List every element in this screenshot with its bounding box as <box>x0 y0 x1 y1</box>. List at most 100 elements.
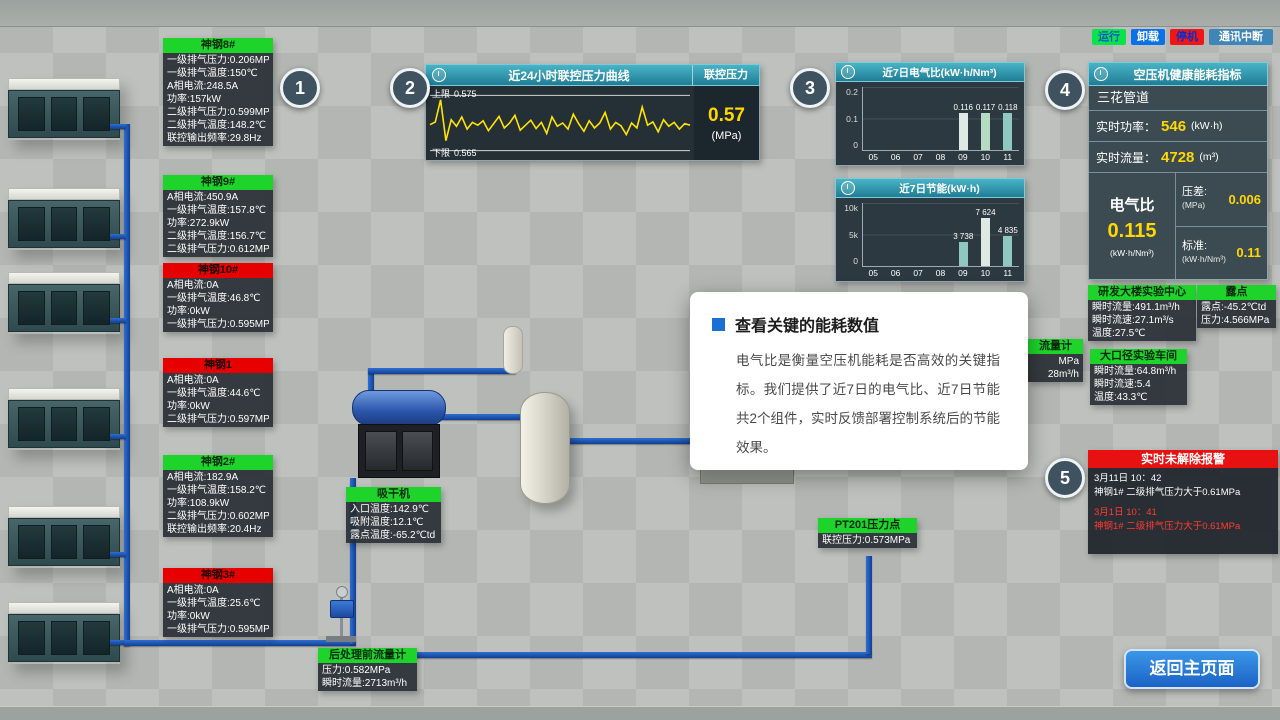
ratio-value: 0.115 <box>1107 220 1157 242</box>
compressor-panel-2[interactable]: 神钢2# A相电流:182.9A 一级排气温度:158.2℃ 功率:108.9k… <box>163 455 273 537</box>
buffer-tank-image <box>520 392 570 504</box>
alarm-text: 神钢1# 二级排气压力大于0.61MPa <box>1094 487 1241 498</box>
sensor-line: 露点温度:-65.2℃td <box>350 530 436 541</box>
pipe-segment <box>110 318 126 323</box>
power-unit: (kW·h) <box>1191 120 1223 132</box>
chart-title: 近7日电气比(kW·h/Nm³) <box>882 66 997 79</box>
current-pressure-value: 0.57 (MPa) <box>694 86 759 160</box>
compressor-panel-9[interactable]: 神钢9# A相电流:450.9A 一级排气温度:157.8℃ 功率:272.9k… <box>163 175 273 257</box>
metric-line: 二级排气温度:156.7℃ <box>167 231 267 242</box>
step-marker-4[interactable]: 4 <box>1045 70 1085 110</box>
compressor-panel-1[interactable]: 神钢1 A相电流:0A 一级排气温度:44.6℃ 功率:0kW 二级排气压力:0… <box>163 358 273 427</box>
metric-line: 二级排气压力:0.599MPa <box>167 107 269 118</box>
sensor-title: 研发大楼实验中心 <box>1088 285 1196 300</box>
alarm-entry: 3月11日 10：42 神钢1# 二级排气压力大于0.61MPa <box>1094 472 1272 500</box>
metric-line: 一级排气温度:157.8℃ <box>167 205 267 216</box>
pipe-segment <box>110 552 126 557</box>
pipe-segment <box>352 652 872 658</box>
sensor-line: 瞬时流量:2713m³/h <box>322 678 408 689</box>
metric-line: 一级排气温度:25.6℃ <box>167 598 261 609</box>
diff-value: 0.006 <box>1228 191 1261 207</box>
sensor-title: PT201压力点 <box>818 518 917 533</box>
pressure-line-svg <box>429 94 691 152</box>
metric-line: A相电流:0A <box>167 585 219 596</box>
limit-value: 0.575 <box>454 89 477 99</box>
tutorial-popup: 查看关键的能耗数值 电气比是衡量空压机能耗是否高效的关键指标。我们提供了近7日的… <box>690 292 1028 470</box>
pressure-diff-cell: 压差: (MPa) 0.006 <box>1176 173 1267 227</box>
back-to-main-button[interactable]: 返回主页面 <box>1124 649 1260 689</box>
metric-line: A相电流:182.9A <box>167 472 239 483</box>
flow-meter-base <box>326 636 356 642</box>
step-marker-5[interactable]: 5 <box>1045 458 1085 498</box>
metric-line: 一级排气压力:0.206MPa <box>167 55 269 66</box>
metric-line: 一级排气压力:0.595MPa <box>167 624 269 635</box>
metric-line: 功率:272.9kW <box>167 218 230 229</box>
pipe-segment <box>350 478 356 644</box>
metric-line: 联控输出频率:20.4Hz <box>167 524 262 535</box>
sensor-title: 大口径实验车间 <box>1090 349 1187 364</box>
sensor-panel-pt201: PT201压力点 联控压力:0.573MPa <box>818 518 917 548</box>
sensor-panel-occluded-flowmeter: 流量计 MPa 28m³/h <box>1028 339 1083 382</box>
top-wall-band <box>0 0 1280 27</box>
clock-icon <box>841 181 855 195</box>
metric-line: 一级排气温度:158.2℃ <box>167 485 267 496</box>
sensor-line: 瞬时流量:64.8m³/h <box>1094 366 1177 377</box>
status-unload-badge[interactable]: 卸载 <box>1131 29 1165 45</box>
realtime-power-row: 实时功率： 546 (kW·h) <box>1089 111 1267 142</box>
compressor-title: 神钢8# <box>163 38 273 53</box>
compressor-unit-image <box>8 388 120 450</box>
sensor-title: 后处理前流量计 <box>318 648 417 663</box>
sensor-title: 露点 <box>1197 285 1276 300</box>
status-comm-fail-badge[interactable]: 通讯中断 <box>1209 29 1273 45</box>
metric-line: 联控输出频率:29.8Hz <box>167 133 262 144</box>
sensor-line: 联控压力:0.573MPa <box>822 535 911 546</box>
step-marker-3[interactable]: 3 <box>790 68 830 108</box>
metric-line: A相电流:450.9A <box>167 192 239 203</box>
alarm-time: 3月11日 10：42 <box>1094 473 1162 484</box>
power-label: 实时功率： <box>1096 119 1157 134</box>
limit-value: 0.565 <box>454 148 477 158</box>
compressor-panel-3[interactable]: 神钢3# A相电流:0A 一级排气温度:25.6℃ 功率:0kW 一级排气压力:… <box>163 568 273 637</box>
dryer-skid-image <box>358 424 440 478</box>
metric-line: 功率:108.9kW <box>167 498 230 509</box>
ratio-unit: (kW·h/Nm³) <box>1110 248 1154 258</box>
pipeline-selector[interactable]: 三花管道 <box>1089 86 1267 111</box>
sensor-line: MPa <box>1058 356 1079 367</box>
alarm-time: 3月1日 10：41 <box>1094 507 1157 518</box>
pipe-segment <box>110 234 126 239</box>
metric-line: 二级排气压力:0.597MPa <box>167 414 269 425</box>
std-unit: (kW·h/Nm³) <box>1182 253 1226 264</box>
status-stopped-badge[interactable]: 停机 <box>1170 29 1204 45</box>
metric-line: 一级排气温度:46.8℃ <box>167 293 261 304</box>
pipe-segment <box>368 368 516 374</box>
bullet-square-icon <box>712 317 725 331</box>
alarm-entry: 3月1日 10：41 神钢1# 二级排气压力大于0.61MPa <box>1094 506 1272 534</box>
sensor-line: 吸附温度:12.1℃ <box>350 517 424 528</box>
sensor-line: 压力:0.582MPa <box>322 665 391 676</box>
flow-meter-image <box>330 600 354 618</box>
status-running-badge[interactable]: 运行 <box>1092 29 1126 45</box>
metric-line: 一级排气温度:44.6℃ <box>167 388 261 399</box>
sensor-line: 温度:43.3℃ <box>1094 392 1148 403</box>
sensor-title: 吸干机 <box>346 487 441 502</box>
clock-icon <box>841 65 855 79</box>
pipe-segment <box>110 434 126 439</box>
compressor-panel-8[interactable]: 神钢8# 一级排气压力:0.206MPa 一级排气温度:150℃ A相电流:24… <box>163 38 273 146</box>
step-marker-1[interactable]: 1 <box>280 68 320 108</box>
compressor-panel-10[interactable]: 神钢10# A相电流:0A 一级排气温度:46.8℃ 功率:0kW 一级排气压力… <box>163 263 273 332</box>
ratio-label: 电气比 <box>1109 197 1155 214</box>
sensor-title: 流量计 <box>1028 339 1083 354</box>
small-tank-image <box>503 326 523 374</box>
step-marker-2[interactable]: 2 <box>390 68 430 108</box>
alarm-panel[interactable]: 实时未解除报警 3月11日 10：42 神钢1# 二级排气压力大于0.61MPa… <box>1088 450 1278 554</box>
diff-unit: (MPa) <box>1182 200 1206 211</box>
